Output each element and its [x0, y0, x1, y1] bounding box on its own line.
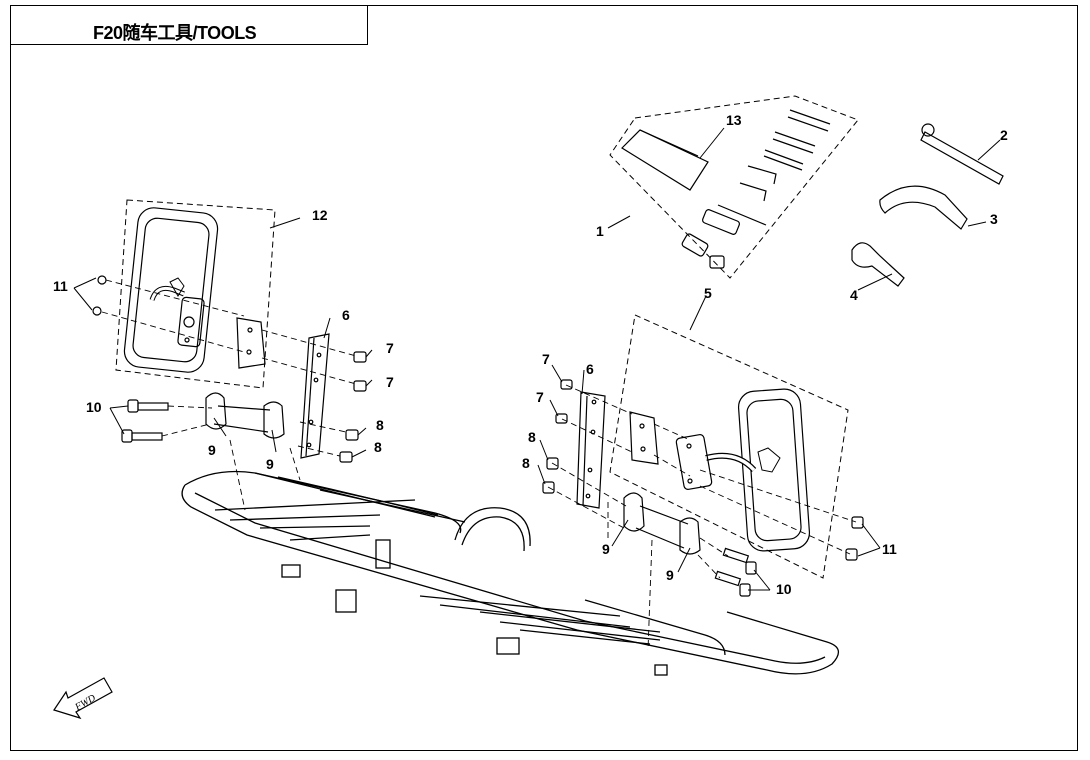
- callout-11-right: 11: [882, 541, 897, 557]
- title-block: F20随车工具/TOOLS: [10, 5, 368, 45]
- callout-7-left-2: 7: [386, 374, 394, 390]
- callout-6-left: 6: [342, 307, 350, 323]
- guide-lines-right: [547, 384, 857, 651]
- callout-labels: 1 2 3 4 5 6 6 7 7 7 7 8 8 8 8 9 9 9 9 10…: [53, 112, 1008, 714]
- callout-10-left: 10: [86, 399, 102, 415]
- fwd-arrow: [53, 677, 113, 720]
- callout-10-right: 10: [776, 581, 792, 597]
- callout-8-right-2: 8: [522, 455, 530, 471]
- page-title: F20随车工具/TOOLS: [93, 23, 257, 43]
- fwd-label: FWD: [72, 692, 98, 713]
- socket-wrench: [920, 123, 1004, 185]
- mount-bar-left: [300, 333, 330, 459]
- spanner-hook: [879, 185, 968, 230]
- callout-7-left-1: 7: [386, 340, 394, 356]
- spanner-small: [851, 242, 905, 287]
- mount-bar-right: [576, 391, 606, 509]
- callout-7-right-2: 7: [536, 389, 544, 405]
- callout-9-right-2: 9: [666, 567, 674, 583]
- rear-rack: [181, 470, 839, 676]
- leader-lines: [73, 127, 1001, 591]
- callout-3: 3: [990, 211, 998, 227]
- drawing-frame: [10, 5, 1078, 751]
- bolt-right-group: [714, 547, 757, 597]
- callout-4: 4: [850, 287, 858, 303]
- callout-2: 2: [1000, 127, 1008, 143]
- callout-5: 5: [704, 285, 712, 301]
- bracket-plate-right: [629, 411, 659, 465]
- callout-11-left: 11: [53, 278, 68, 294]
- guide-lines-left: [101, 279, 357, 511]
- callout-8-left-1: 8: [376, 417, 384, 433]
- callout-12: 12: [312, 207, 328, 223]
- callout-1: 1: [596, 223, 604, 239]
- nut-left-group: [339, 351, 367, 463]
- callout-8-left-2: 8: [374, 439, 382, 455]
- tool-kit-assembly: [609, 95, 859, 279]
- callout-7-right-1: 7: [542, 351, 550, 367]
- nut-right-group: [542, 379, 864, 561]
- clamp-left-group: [205, 392, 285, 439]
- bracket-plate-left: [236, 317, 266, 369]
- callout-9-left-1: 9: [208, 442, 216, 458]
- callout-6-right: 6: [586, 361, 594, 377]
- clamp-right-group: [623, 492, 701, 555]
- callout-9-right-1: 9: [602, 541, 610, 557]
- mirror-right-assembly: [609, 314, 849, 579]
- callout-13: 13: [726, 112, 742, 128]
- callout-8-right-1: 8: [528, 429, 536, 445]
- callout-9-left-2: 9: [266, 456, 274, 472]
- mirror-left-assembly: [115, 199, 276, 389]
